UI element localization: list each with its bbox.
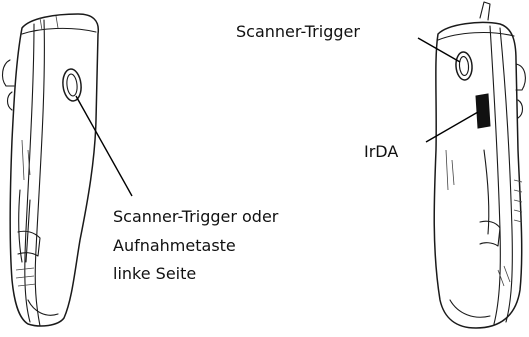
leader-line-scanner-trigger bbox=[417, 37, 461, 63]
label-left-side-line2: Aufnahmetaste bbox=[113, 236, 236, 255]
left-device-illustration bbox=[1, 13, 100, 327]
right-device-illustration bbox=[433, 1, 526, 329]
label-left-side-line1: Scanner-Trigger oder bbox=[113, 207, 279, 226]
label-left-side-trigger: Scanner-Trigger oder Aufnahmetaste linke… bbox=[113, 207, 279, 283]
label-irda: IrDA bbox=[364, 142, 398, 161]
leader-line-left-trigger bbox=[75, 95, 133, 197]
leader-line-irda bbox=[425, 111, 479, 143]
irda-window bbox=[475, 93, 491, 129]
label-left-side-line3: linke Seite bbox=[113, 264, 196, 283]
label-scanner-trigger: Scanner-Trigger bbox=[236, 22, 360, 41]
